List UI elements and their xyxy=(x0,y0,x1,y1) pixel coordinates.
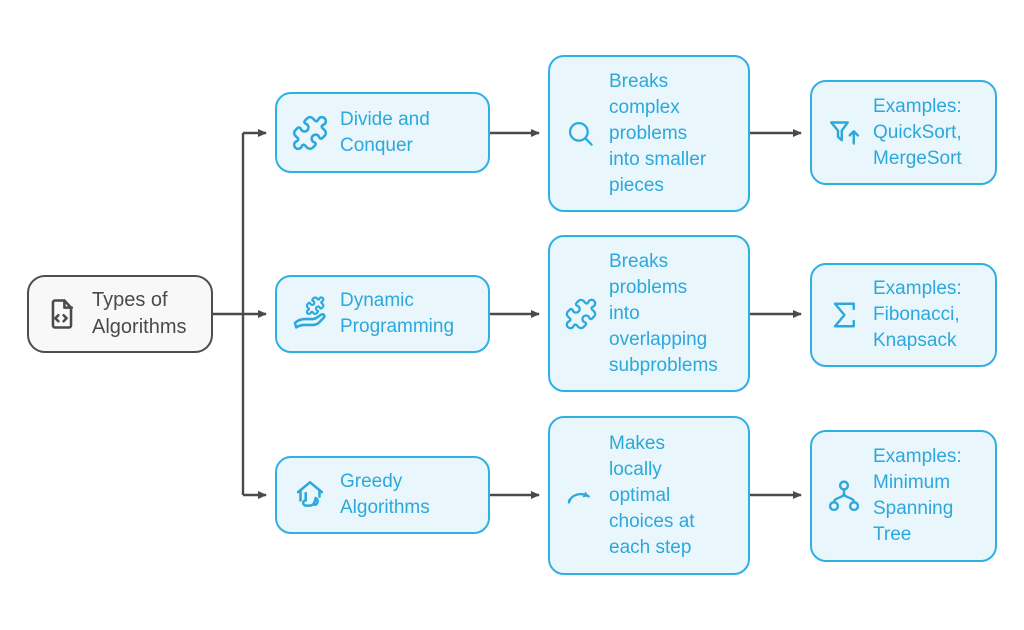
node-divide-and-conquer: Divide and Conquer xyxy=(275,92,490,173)
puzzle-icon xyxy=(564,297,598,331)
node-label: Breaks problems into overlapping subprob… xyxy=(609,250,718,376)
node-greedy-description: Makes locally optimal choices at each st… xyxy=(548,416,750,575)
node-dynamic-examples: Examples: Fibonacci, Knapsack xyxy=(810,263,997,367)
tree-icon xyxy=(826,478,862,514)
node-greedy-algorithms: Greedy Algorithms xyxy=(275,456,490,534)
curved-arrow-icon xyxy=(564,479,598,513)
node-dynamic-description: Breaks problems into overlapping subprob… xyxy=(548,235,750,392)
node-divide-examples: Examples: QuickSort, MergeSort xyxy=(810,80,997,185)
node-greedy-examples: Examples: Minimum Spanning Tree xyxy=(810,430,997,562)
house-hand-icon xyxy=(291,476,329,514)
node-label: Greedy Algorithms xyxy=(340,471,430,518)
node-divide-description: Breaks complex problems into smaller pie… xyxy=(548,55,750,212)
node-dynamic-programming: Dynamic Programming xyxy=(275,275,490,353)
node-types-of-algorithms: Types of Algorithms xyxy=(27,275,213,353)
node-label: Examples: Fibonacci, Knapsack xyxy=(873,278,962,351)
node-label: Breaks complex problems into smaller pie… xyxy=(609,70,707,196)
node-label: Examples: QuickSort, MergeSort xyxy=(873,95,962,169)
node-label: Dynamic Programming xyxy=(340,290,455,337)
sigma-icon xyxy=(826,297,862,333)
hand-puzzle-icon xyxy=(291,295,329,333)
filter-up-icon xyxy=(826,115,862,151)
magnifier-icon xyxy=(564,117,598,151)
node-label: Divide and Conquer xyxy=(340,108,430,156)
node-label: Examples: Minimum Spanning Tree xyxy=(873,446,962,545)
file-code-icon xyxy=(43,295,81,333)
node-label: Types of Algorithms xyxy=(92,289,187,338)
node-label: Makes locally optimal choices at each st… xyxy=(609,432,695,558)
puzzle-icon xyxy=(291,114,329,152)
